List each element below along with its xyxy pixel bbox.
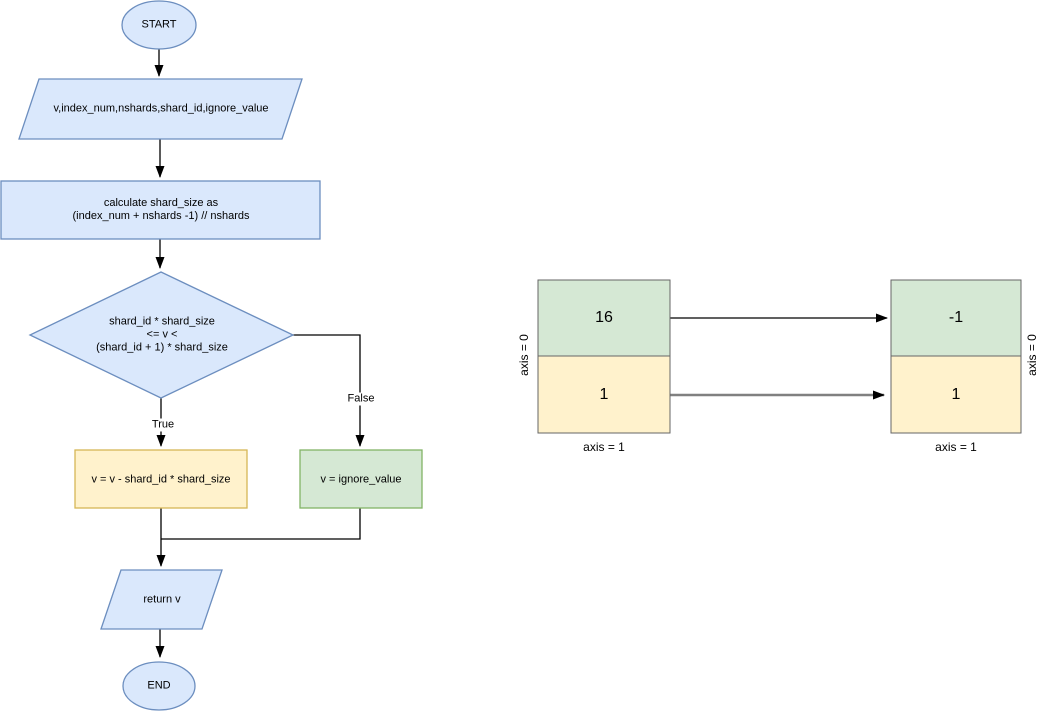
end-terminator [122, 661, 196, 711]
false-branch-label: False [345, 392, 377, 406]
right-matrix-bottom-cell [890, 355, 1022, 434]
true-branch-label: True [149, 418, 177, 432]
right-matrix-axis1-label: axis = 1 [935, 440, 977, 454]
left-matrix-axis1-label: axis = 1 [583, 440, 625, 454]
input-parallelogram [18, 78, 303, 140]
start-label: START [141, 18, 177, 31]
right-matrix-axis0-label: axis = 0 [1025, 334, 1039, 376]
right-matrix-bottom-value: 1 [951, 386, 961, 403]
right-matrix-top-cell [890, 279, 1022, 357]
left-matrix-top-value: 16 [595, 309, 613, 326]
false-action-label: v = ignore_value [320, 473, 402, 486]
left-matrix-axis0-label: axis = 0 [517, 334, 531, 376]
output-parallelogram [100, 569, 223, 630]
right-matrix-top-value: -1 [948, 309, 964, 326]
left-matrix-top-cell [537, 279, 671, 357]
decision-diamond [28, 271, 295, 399]
true-action-rect [74, 449, 248, 509]
decision-label: shard_id * shard_size <= v < (shard_id +… [96, 315, 228, 354]
flow-edges [154, 49, 888, 658]
process-label: calculate shard_size as (index_num + nsh… [72, 197, 250, 222]
left-matrix-bottom-cell [537, 355, 671, 434]
process-rect [0, 180, 321, 240]
edge-decision-false [293, 334, 365, 447]
end-label: END [147, 679, 171, 692]
input-label: v,index_num,nshards,shard_id,ignore_valu… [53, 102, 269, 115]
left-matrix-bottom-value: 1 [599, 386, 609, 403]
edge-false-action-join [161, 508, 361, 540]
start-terminator [121, 0, 197, 50]
false-action-rect [299, 449, 423, 509]
output-label: return v [143, 593, 181, 606]
true-action-label: v = v - shard_id * shard_size [91, 473, 231, 486]
